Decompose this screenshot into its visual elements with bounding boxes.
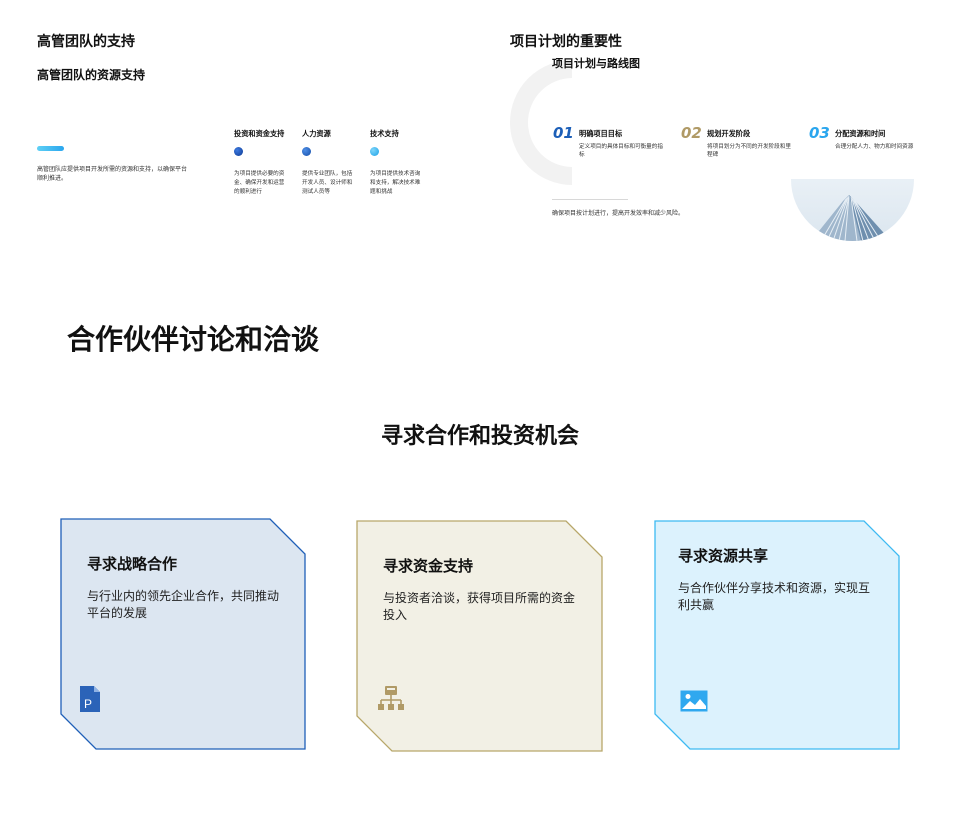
card-text: 与投资者洽谈，获得项目所需的资金投入	[383, 591, 576, 622]
support-column-funding: 投资和资金支持 为项目提供必要的资金、确保开发和运营的顺利进行	[234, 129, 286, 197]
svg-text:P: P	[84, 697, 92, 711]
bullet-dot	[302, 147, 311, 156]
bullet-dot	[234, 147, 243, 156]
column-text: 为项目提供必要的资金、确保开发和运营的顺利进行	[234, 171, 285, 195]
plan-note: 确保项目按计划进行，提高开发效率和减少风险。	[552, 210, 685, 217]
org-chart-icon	[378, 686, 404, 710]
card-background	[356, 520, 603, 752]
support-column-hr: 人力资源 提供专业团队，包括开发人员、设计师和测试人员等	[302, 129, 354, 197]
building-image	[811, 195, 891, 241]
step-number: 02	[681, 124, 702, 142]
card-heading: 寻求战略合作	[87, 555, 178, 573]
slide-title: 项目计划的重要性	[510, 34, 622, 50]
column-heading: 投资和资金支持	[234, 129, 285, 138]
slide-subtitle: 项目计划与路线图	[552, 57, 640, 70]
step-text: 将项目划分为不同的开发阶段和里程碑	[707, 144, 791, 158]
slide-subtitle: 寻求合作和投资机会	[380, 424, 579, 449]
support-column-tech: 技术支持 为项目提供技术咨询和支持，解决技术难题和挑战	[370, 129, 422, 197]
slide-title: 高管团队的支持	[37, 34, 135, 50]
card-text: 与合作伙伴分享技术和资源，实现互利共赢	[678, 581, 871, 612]
step-number: 01	[553, 124, 574, 142]
card-strategic-cooperation: 寻求战略合作 与行业内的领先企业合作，共同推动平台的发展 P	[60, 518, 306, 750]
card-background	[654, 520, 900, 750]
document-p-icon: P	[80, 686, 100, 712]
card-text: 与行业内的领先企业合作，共同推动平台的发展	[87, 589, 280, 620]
slide-description: 高管团队应提供项目开发所需的资源和支持，以确保平台顺利推进。	[37, 166, 188, 182]
step-heading: 分配资源和时间	[835, 129, 886, 138]
step-heading: 明确项目目标	[579, 129, 623, 138]
step-text: 合理分配人力、物力和时间资源	[835, 144, 914, 150]
decorative-arc	[510, 60, 572, 185]
step-heading: 规划开发阶段	[707, 129, 751, 138]
column-heading: 人力资源	[302, 129, 331, 138]
card-heading: 寻求资源共享	[678, 547, 769, 565]
bullet-dot	[370, 147, 379, 156]
column-text: 提供专业团队，包括开发人员、设计师和测试人员等	[302, 171, 353, 195]
card-funding-support: 寻求资金支持 与投资者洽谈，获得项目所需的资金投入	[356, 520, 603, 752]
accent-bar	[37, 146, 64, 151]
building-photo	[791, 179, 914, 241]
image-icon	[680, 690, 708, 712]
card-resource-sharing: 寻求资源共享 与合作伙伴分享技术和资源，实现互利共赢	[654, 520, 900, 750]
slide-subtitle: 高管团队的资源支持	[37, 68, 146, 82]
card-heading: 寻求资金支持	[383, 557, 474, 575]
card-background	[60, 518, 306, 750]
step-number: 03	[809, 124, 830, 142]
step-text: 定义项目的具体目标和可衡量的指标	[579, 144, 663, 158]
column-heading: 技术支持	[370, 129, 399, 138]
slide-title: 合作伙伴讨论和洽谈	[67, 323, 320, 356]
column-text: 为项目提供技术咨询和支持，解决技术难题和挑战	[370, 171, 421, 195]
divider-line	[552, 199, 628, 200]
